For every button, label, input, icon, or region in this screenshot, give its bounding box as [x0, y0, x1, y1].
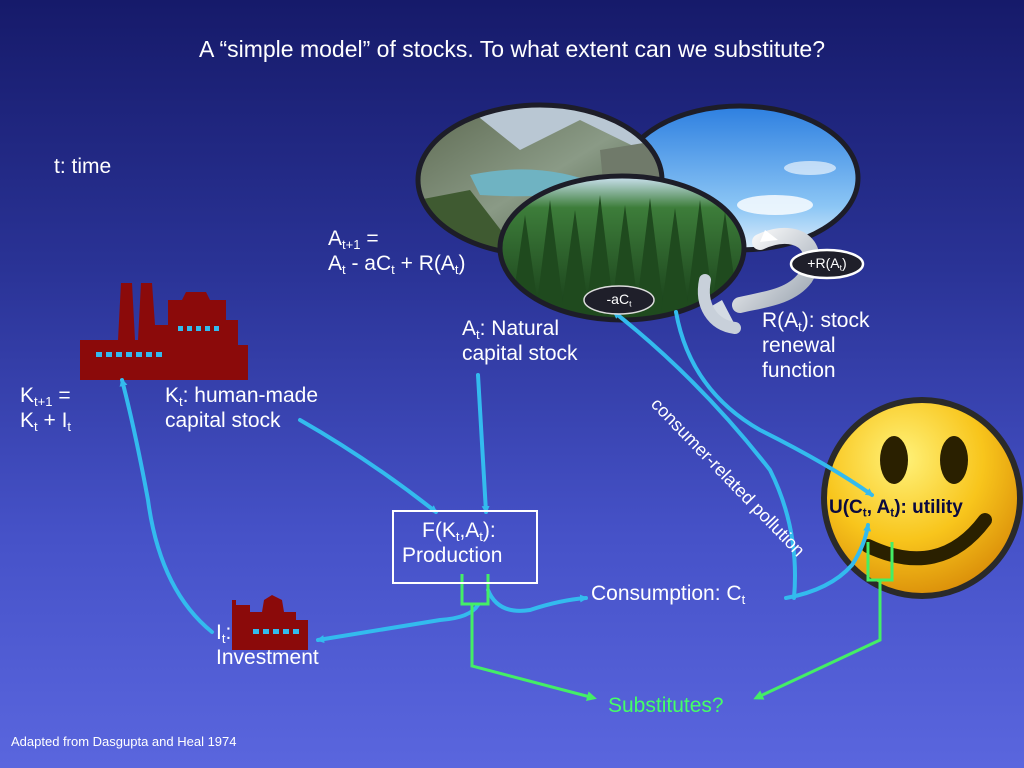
arrow-natural-capital-to-utility: [674, 310, 874, 497]
renewal-function-label: R(At): stock renewal function: [762, 309, 870, 383]
slide-title: A “simple model” of stocks. To what exte…: [199, 36, 825, 62]
arrow-production-to-consumption: [486, 588, 588, 613]
time-label: t: time: [54, 155, 112, 178]
equation-line-1: At+1 =: [328, 227, 379, 252]
arrow-pollution-to-natural-capital: [612, 310, 797, 600]
arrow-production-to-substitutes: [460, 574, 594, 698]
source-footnote: Adapted from Dasgupta and Heal 1974: [11, 734, 237, 749]
renewal-badge: +R(At): [807, 255, 847, 273]
capital-update-equation: Kt+1 = Kt + It: [20, 384, 72, 435]
production-box: [392, 510, 538, 584]
factory-icon: [80, 283, 248, 380]
natural-capital-label: At: Natural capital stock: [462, 317, 578, 366]
consumption-label: Consumption: Ct: [591, 582, 746, 607]
arrow-utility-to-substitutes: [756, 542, 894, 698]
human-capital-label: Kt: human-made capital stock: [165, 384, 319, 433]
arrow-a-to-production: [476, 373, 490, 514]
natural-capital-update-equation: At+1 = At - aCt + R(At): [328, 226, 466, 276]
factory-icon: [232, 595, 308, 650]
consumption-depletion-badge: -aCt: [606, 291, 632, 309]
arrow-investment-to-capital: [119, 378, 214, 634]
arrow-consumption-to-utility: [784, 523, 872, 600]
smiley-face-icon: [821, 397, 1023, 599]
arrow-k-to-production: [298, 418, 438, 514]
investment-label: It: Investment: [216, 621, 319, 670]
arrow-production-to-investment: [316, 603, 480, 643]
circular-arrow-icon: [697, 227, 820, 334]
utility-label: U(Ct, At): utility: [829, 497, 963, 520]
substitutes-label: Substitutes?: [608, 694, 724, 717]
equation-line-2: At - aCt + R(At): [328, 252, 466, 278]
production-label: F(Kt,At): Production: [402, 519, 503, 568]
